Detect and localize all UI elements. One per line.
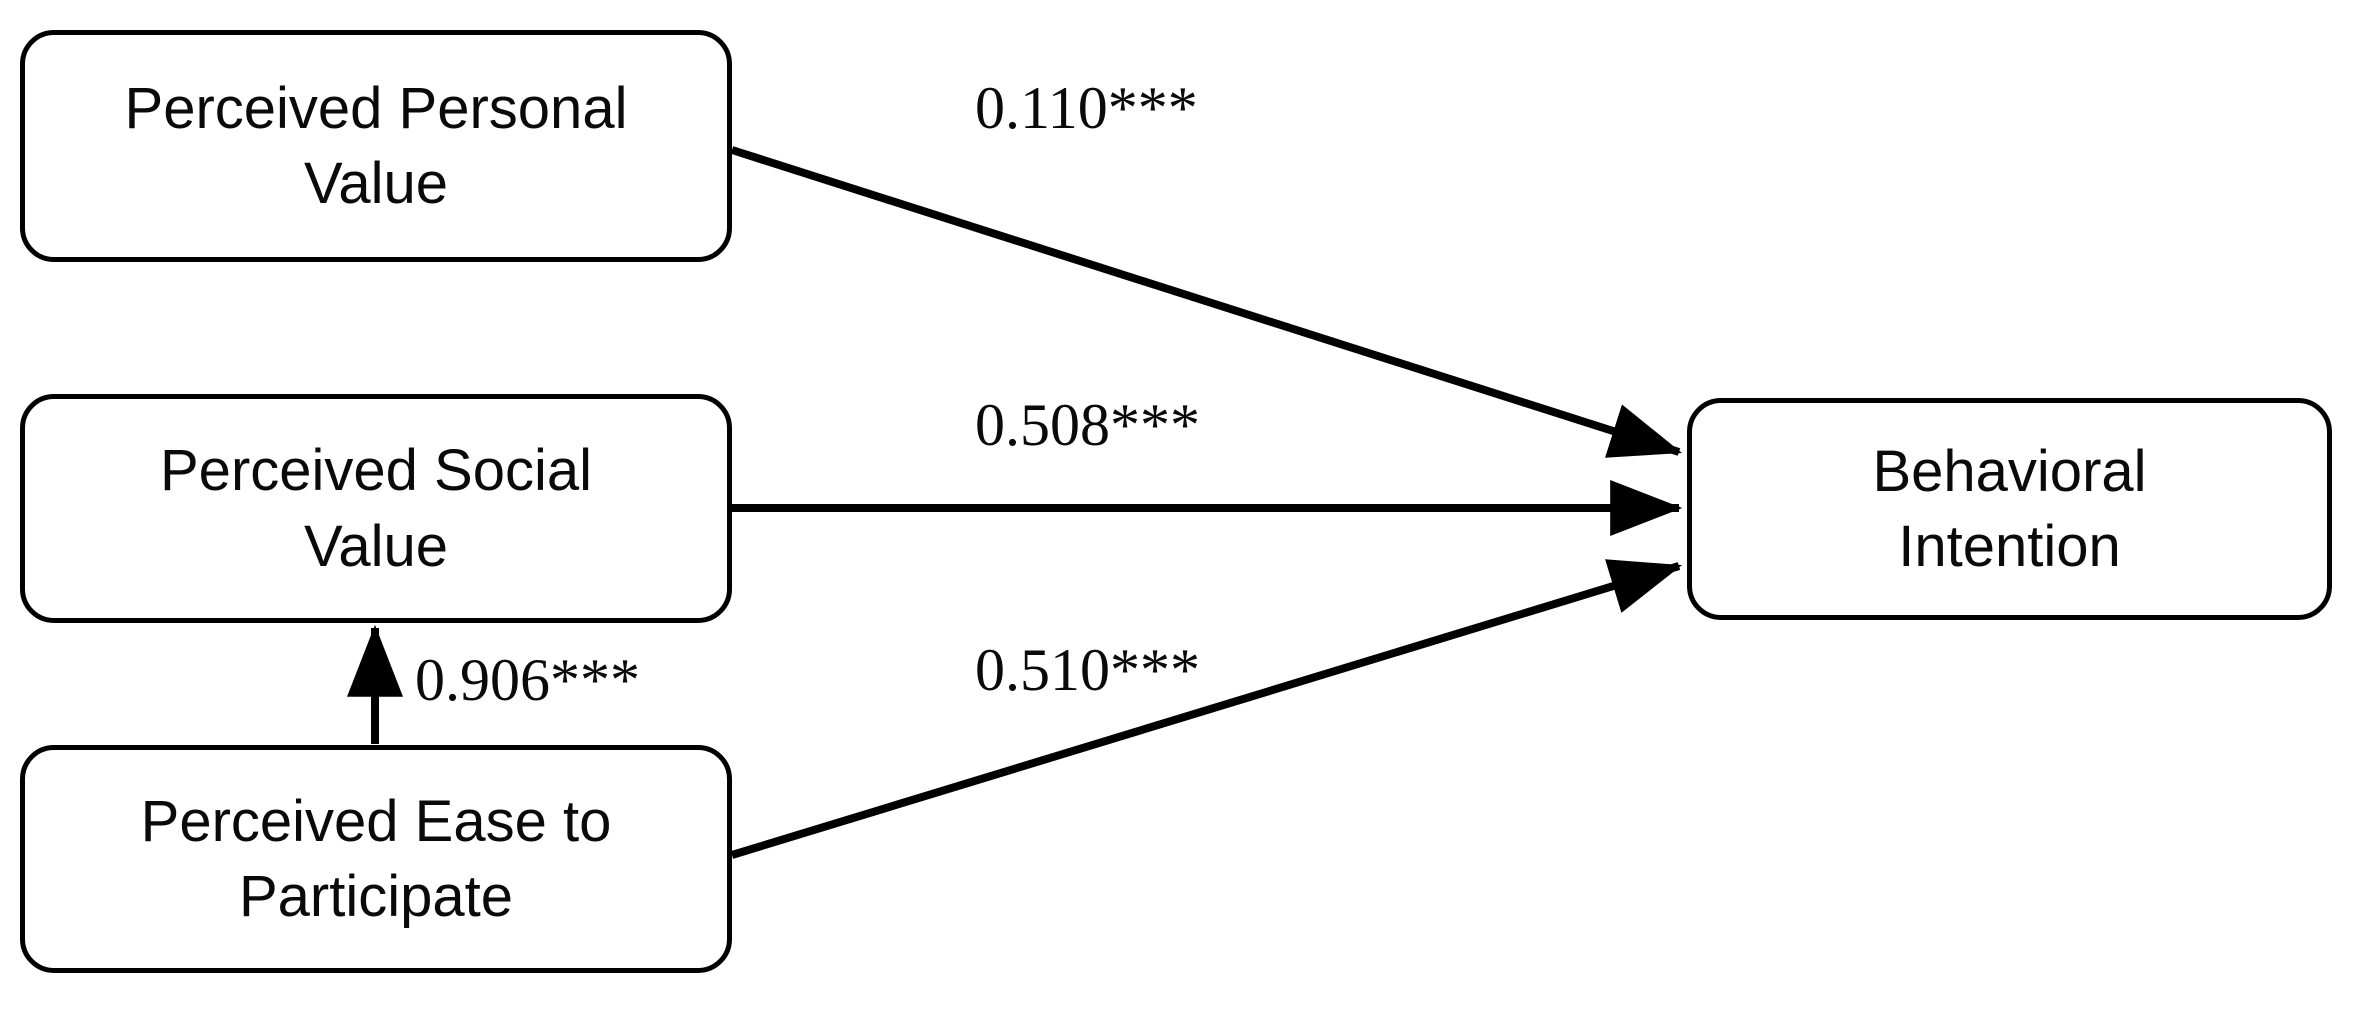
node-perceived-ease-to-participate[interactable]: Perceived Ease to Participate xyxy=(20,745,732,973)
edge-label-pep-to-psv: 0.906*** xyxy=(415,647,640,713)
node-perceived-social-value[interactable]: Perceived Social Value xyxy=(20,394,732,623)
edge-pep-to-bi xyxy=(730,559,1683,859)
node-behavioral-intention[interactable]: Behavioral Intention xyxy=(1687,398,2332,620)
edge-label-ppv-to-bi: 0.110*** xyxy=(975,75,1198,141)
node-behavioral-intention-label: Behavioral Intention xyxy=(1872,438,2147,579)
edge-ppv-to-bi xyxy=(730,146,1683,458)
node-perceived-personal-value[interactable]: Perceived Personal Value xyxy=(20,30,732,262)
node-perceived-ease-to-participate-label: Perceived Ease to Participate xyxy=(140,788,612,929)
edge-label-psv-to-bi: 0.508*** xyxy=(975,392,1200,458)
edge-label-pep-to-bi: 0.510*** xyxy=(975,637,1200,703)
node-perceived-personal-value-label: Perceived Personal Value xyxy=(124,75,628,216)
node-perceived-social-value-label: Perceived Social Value xyxy=(160,438,592,579)
